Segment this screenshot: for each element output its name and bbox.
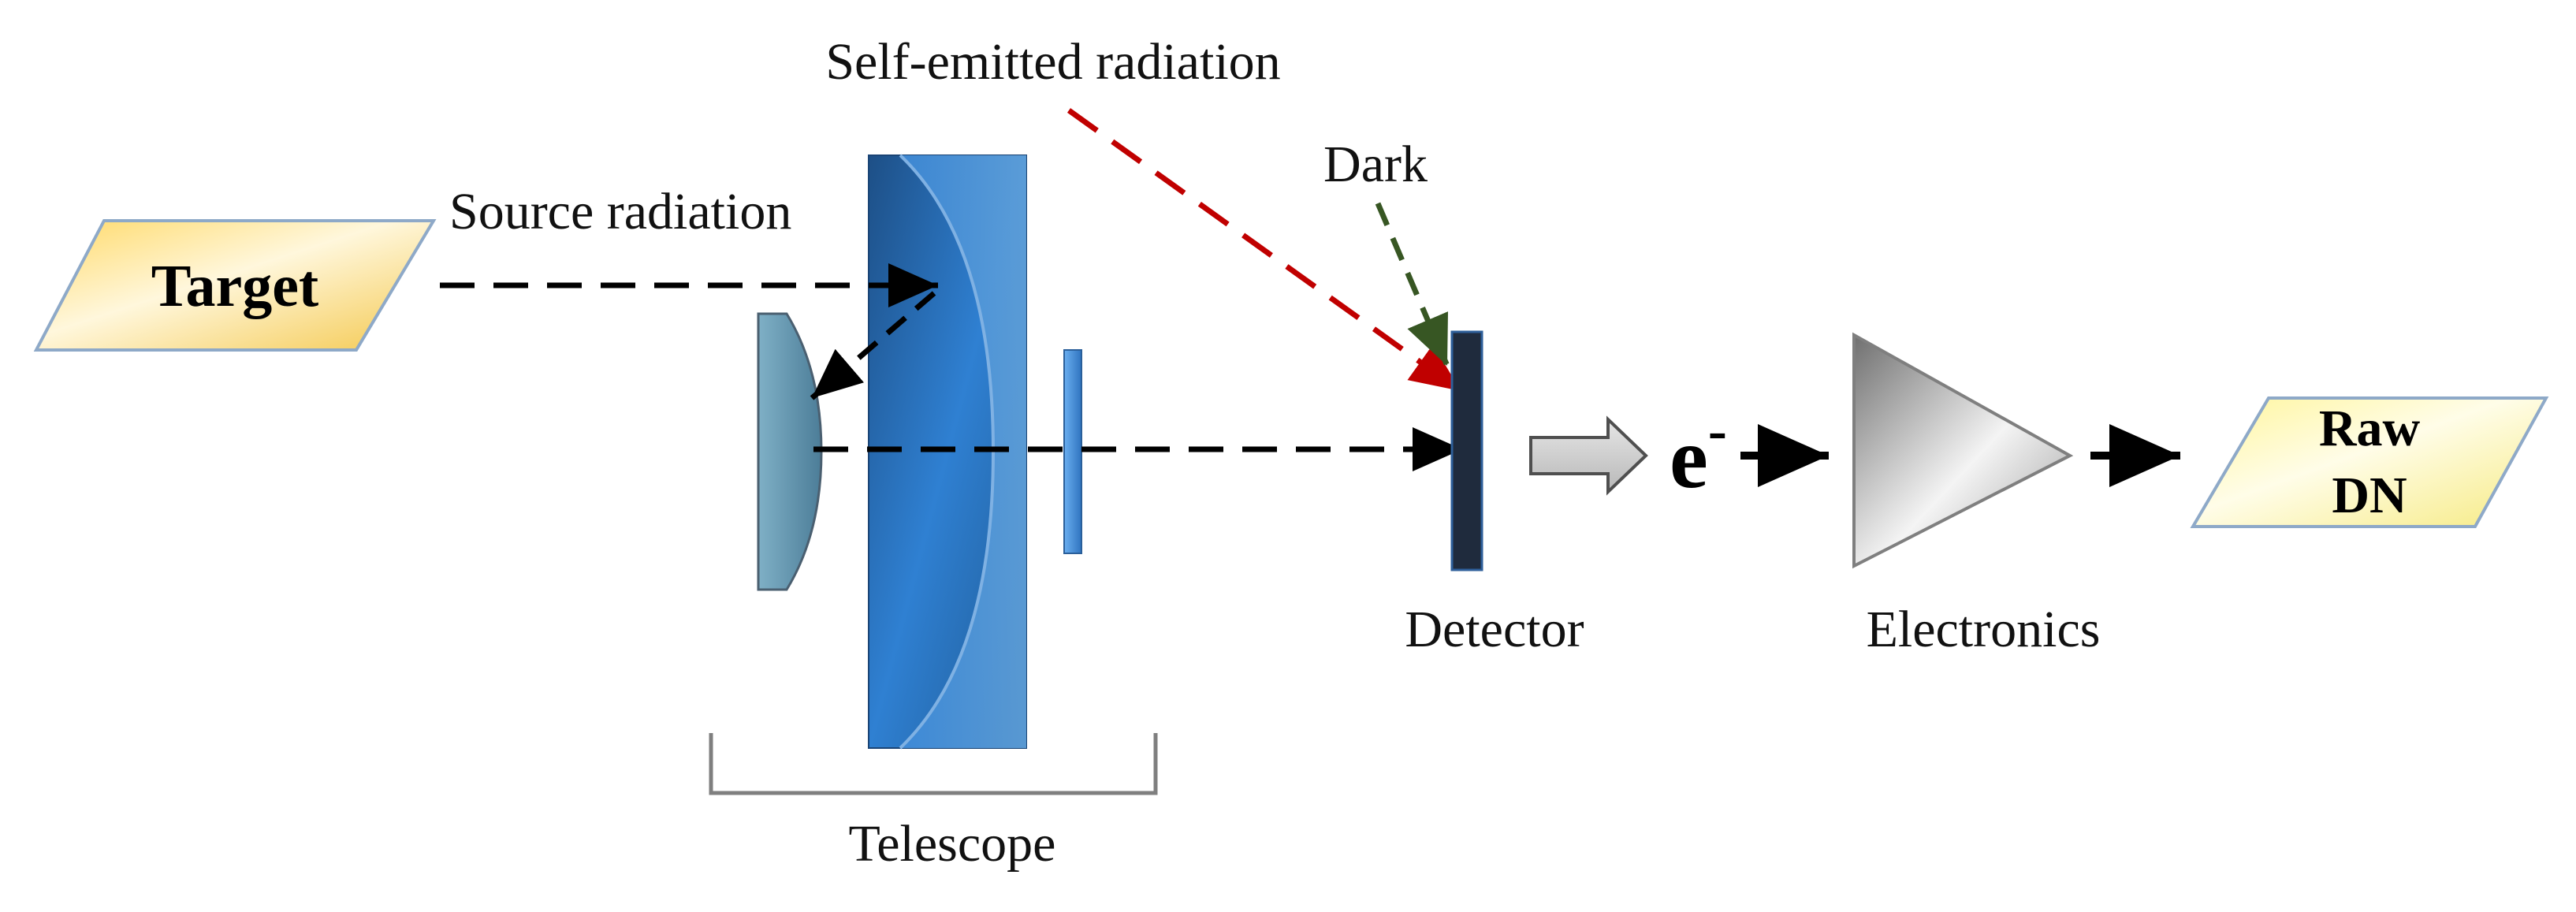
electronics-label: Electronics (1867, 601, 2101, 658)
target-label: Target (151, 253, 319, 319)
electron-base: e (1670, 410, 1708, 506)
electronics-amplifier (1852, 332, 2074, 569)
electron-superscript: - (1708, 399, 1727, 462)
secondary-mirror (757, 312, 823, 591)
target-node: Target (33, 219, 437, 352)
electron-symbol: e- (1670, 399, 1727, 506)
corrector-element (1063, 349, 1082, 554)
raw-dn-shape (2190, 396, 2549, 528)
detector-bar (1450, 330, 1483, 571)
raw-dn-label-line1: Raw (2319, 400, 2421, 457)
telescope-bracket (709, 733, 1158, 795)
source-radiation-path (440, 263, 1462, 471)
self-emitted-label: Self-emitted radiation (825, 33, 1280, 91)
raw-dn-label-line2: DN (2332, 467, 2407, 524)
source-radiation-label: Source radiation (449, 183, 791, 240)
conversion-block-arrow (1529, 415, 1648, 496)
dark-label: Dark (1323, 136, 1428, 193)
detector-label: Detector (1405, 601, 1584, 658)
raw-dn-node: Raw DN (2190, 396, 2549, 528)
target-shape (33, 219, 437, 352)
self-emitted-arrow (1067, 108, 1463, 393)
dark-arrow (1375, 202, 1450, 367)
telescope-label: Telescope (849, 815, 1056, 873)
